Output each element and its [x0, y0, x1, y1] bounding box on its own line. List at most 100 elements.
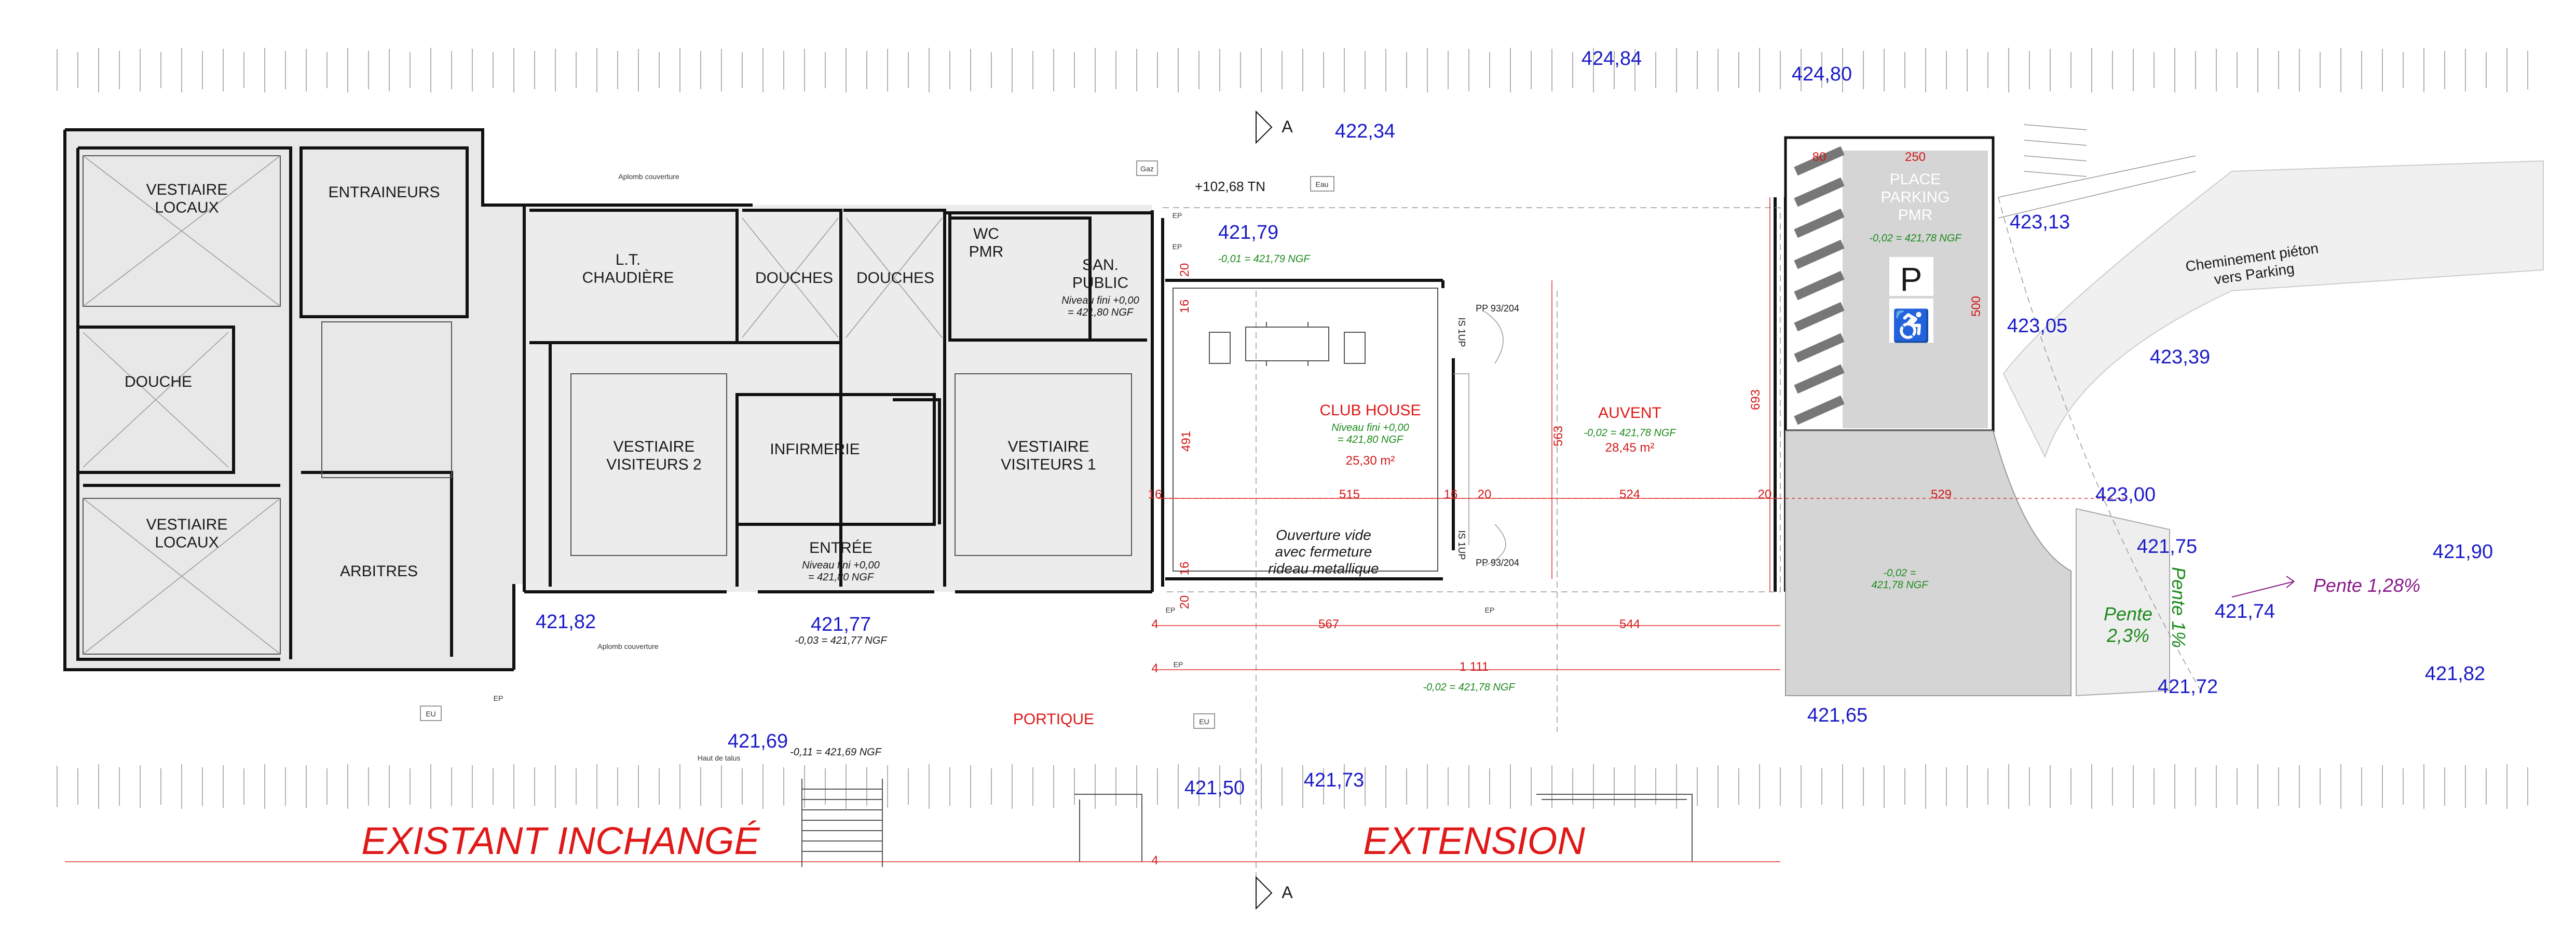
room-portique: PORTIQUE — [1013, 711, 1094, 728]
dim-20-b: 20 — [1758, 487, 1772, 501]
ngf-haut-talus: -0,11 = 421,69 NGF — [790, 747, 882, 758]
note-is1up-top: IS 1UP — [1456, 317, 1467, 347]
dim-500: 500 — [1969, 296, 1983, 317]
room-entraineurs: ENTRAINEURS — [328, 184, 440, 201]
pedestrian-path — [2002, 160, 2544, 458]
section-marker-bottom: A — [1256, 876, 1293, 910]
note-is1up-bottom: IS 1UP — [1456, 530, 1467, 560]
note-pp-top: PP 93/204 — [1476, 303, 1519, 314]
dim-524: 524 — [1619, 487, 1640, 501]
room-douche: DOUCHE — [125, 373, 192, 390]
level-421-82: 421,82 — [536, 611, 596, 633]
area-club-house: 25,30 m² — [1346, 454, 1395, 468]
tag-ep-5: EP — [1174, 660, 1183, 669]
dim-563: 563 — [1551, 426, 1565, 446]
level-421-82-right: 421,82 — [2425, 663, 2485, 685]
ngf-auvent: -0,02 = 421,78 NGF — [1584, 427, 1677, 439]
tag-ep-6: EP — [494, 694, 503, 702]
section-label: A — [1282, 883, 1293, 902]
dim-16-a: 16 — [1148, 487, 1162, 501]
section-label: A — [1282, 117, 1293, 136]
dim-515: 515 — [1339, 487, 1360, 501]
exterior-steps — [801, 779, 1693, 867]
dim-80: 80 — [1812, 150, 1827, 164]
level-421-69: 421,69 — [728, 730, 788, 752]
tag-eu-1: EU — [426, 710, 435, 718]
section-marker-top: A — [1256, 110, 1293, 144]
dim-20-a: 20 — [1478, 487, 1492, 501]
room-entree: ENTRÉE — [809, 539, 873, 557]
level-421-77: 421,77 — [811, 614, 871, 635]
level-421-90: 421,90 — [2433, 541, 2493, 563]
bottom-ground-hatching — [57, 764, 2528, 809]
room-auvent: AUVENT — [1598, 404, 1661, 422]
note-aplomb-bottom: Aplomb couverture — [597, 642, 659, 650]
tag-eu-box-1 — [420, 706, 442, 721]
note-aplomb-top: Aplomb couverture — [618, 172, 679, 181]
level-423-13: 423,13 — [2010, 211, 2070, 233]
room-arbitres: ARBITRES — [340, 563, 418, 580]
tag-eau-box — [1310, 176, 1334, 192]
note-pp-bottom: PP 93/204 — [1476, 558, 1519, 568]
dim-1111: 1 111 — [1460, 660, 1489, 674]
ngf-portique: -0,02 = 421,78 NGF — [1423, 682, 1516, 693]
level-424-80: 424,80 — [1792, 63, 1852, 85]
ngf-club-house: Niveau fini +0,00= 421,80 NGF — [1331, 422, 1409, 445]
dim-250: 250 — [1905, 150, 1926, 164]
slope-1-28: Pente 1,28% — [2313, 575, 2420, 596]
dim-529: 529 — [1931, 487, 1952, 501]
dim-693: 693 — [1749, 389, 1763, 410]
room-lt-chaudiere: L.T.CHAUDIÈRE — [582, 251, 674, 287]
level-421-74: 421,74 — [2215, 601, 2275, 622]
ngf-ep-top: -0,01 = 421,79 NGF — [1218, 253, 1311, 265]
level-423-39: 423,39 — [2150, 346, 2210, 368]
tag-gaz: Gaz — [1140, 165, 1154, 173]
ngf-entree: Niveau fini +0,00= 421,80 NGF — [802, 560, 880, 583]
heading-extension: EXTENSION — [1363, 819, 1585, 862]
area-auvent: 28,45 m² — [1605, 441, 1655, 455]
dim-4-a: 4 — [1151, 617, 1158, 631]
ngf-parking: -0,02 = 421,78 NGF — [1869, 233, 1962, 244]
level-421-73: 421,73 — [1304, 769, 1364, 791]
room-club-house: CLUB HOUSE — [1319, 402, 1421, 419]
room-infirmerie: INFIRMERIE — [770, 441, 860, 458]
dim-491: 491 — [1179, 431, 1193, 452]
existing-building — [63, 128, 1154, 671]
tag-eu-box-2 — [1193, 713, 1215, 729]
ngf-ramp: -0,02 =421,78 NGF — [1872, 567, 1929, 591]
level-421-79: 421,79 — [1218, 222, 1278, 243]
level-421-65: 421,65 — [1807, 704, 1868, 726]
level-422-34: 422,34 — [1335, 120, 1395, 142]
pedestrian-path-lines — [1998, 155, 2196, 219]
tag-ep-4: EP — [1485, 606, 1495, 614]
level-421-50: 421,50 — [1184, 777, 1245, 799]
ngf-under-42177: -0,03 = 421,77 NGF — [795, 635, 888, 646]
level-421-75: 421,75 — [2137, 536, 2197, 558]
dim-20-d: 20 — [1178, 595, 1192, 609]
tag-gaz-box — [1136, 160, 1158, 176]
tag-ep-3: EP — [1166, 606, 1176, 614]
level-423-05: 423,05 — [2007, 315, 2067, 337]
room-san-public: SAN.PUBLIC — [1072, 256, 1128, 292]
room-douches-2: DOUCHES — [856, 269, 934, 287]
dim-544: 544 — [1619, 617, 1640, 631]
dim-567: 567 — [1318, 617, 1339, 631]
dim-20-c: 20 — [1178, 263, 1192, 277]
level-423-00: 423,00 — [2095, 484, 2156, 506]
note-tn: +102,68 TN — [1195, 179, 1265, 194]
dim-16-b: 16 — [1444, 487, 1458, 501]
slope-1: Pente 1% — [2168, 567, 2189, 648]
heading-existant-inchange: EXISTANT INCHANGÉ — [361, 819, 760, 862]
note-haut-de-talus: Haut de talus — [698, 754, 741, 762]
tag-ep-1: EP — [1173, 211, 1182, 220]
dim-16-d: 16 — [1178, 562, 1192, 576]
slope-arrow — [2231, 576, 2295, 598]
